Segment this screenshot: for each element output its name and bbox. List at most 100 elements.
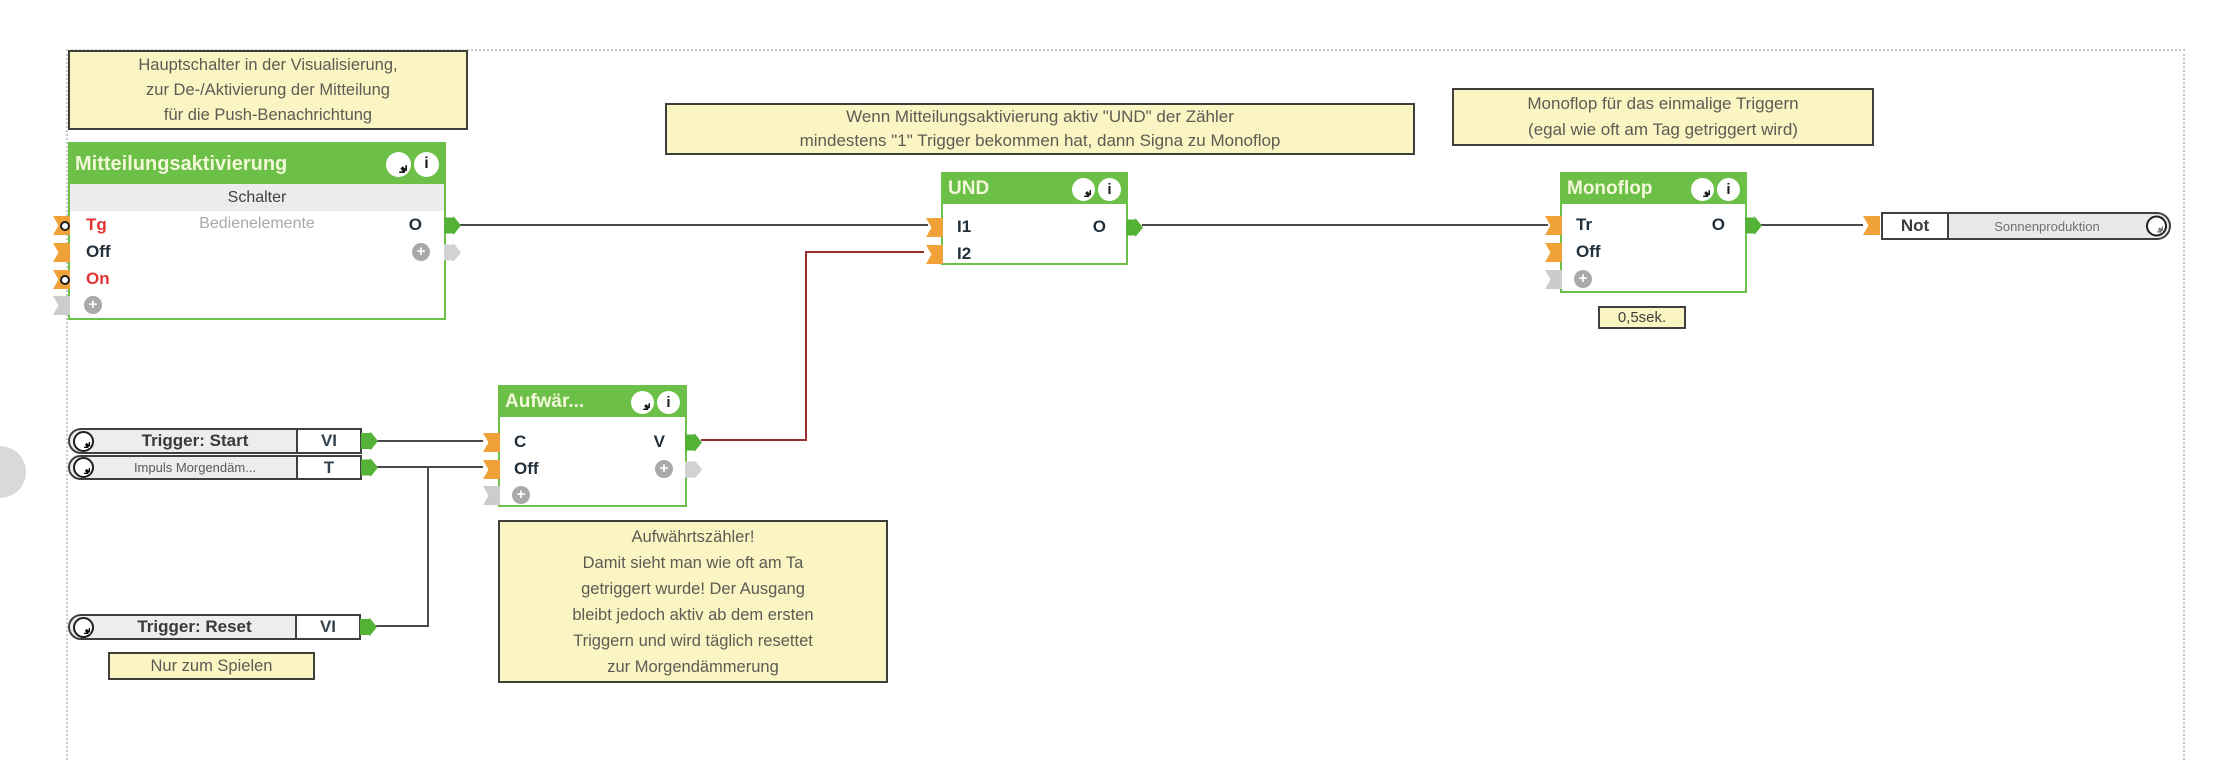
wire-counter-v-vert[interactable]	[805, 251, 807, 441]
source-label: Trigger: Start	[141, 431, 249, 450]
gear-icon[interactable]	[386, 151, 411, 177]
source-impuls-morgendaemmerung[interactable]: Impuls Morgendäm... T	[68, 455, 378, 480]
param-label-monoflop[interactable]: 0,5sek.	[1598, 306, 1686, 329]
add-input-pin[interactable]	[53, 296, 70, 315]
add-input-button[interactable]: +	[84, 296, 102, 314]
info-icon[interactable]: i	[1717, 177, 1740, 201]
source-port-type: T	[298, 455, 362, 480]
source-label: Trigger: Reset	[137, 617, 252, 636]
side-panel-knob	[0, 446, 26, 498]
input-pin-tg[interactable]	[53, 216, 70, 235]
note-counter[interactable]: Aufwährtszähler! Damit sieht man wie oft…	[498, 520, 888, 683]
page-boundary-left	[66, 49, 68, 760]
add-output-pin[interactable]	[685, 460, 702, 479]
block-header: UND i	[943, 174, 1126, 204]
input-label-off: Off	[514, 459, 539, 478]
input-label-i1: I1	[957, 217, 972, 236]
gear-icon[interactable]	[631, 390, 654, 414]
output-pin-o[interactable]	[1126, 218, 1143, 237]
function-block-und[interactable]: UND i I1 I2 O	[926, 172, 1143, 265]
block-title: UND	[948, 178, 990, 199]
gear-icon[interactable]	[73, 616, 94, 638]
block-type-label: Schalter	[70, 184, 444, 211]
output-label-o: O	[408, 215, 422, 234]
input-pin-i2[interactable]	[926, 245, 943, 264]
pin-connected-dot	[60, 274, 70, 285]
input-pin-off[interactable]	[53, 243, 70, 262]
input-label-c: C	[514, 432, 527, 451]
output-pin[interactable]	[361, 431, 378, 451]
wire-monoflop-to-not[interactable]	[1761, 224, 1863, 226]
block-header: Aufwär... i	[500, 387, 685, 417]
output-pin-o[interactable]	[1745, 216, 1762, 235]
block-category-label: Bedienelemente	[199, 215, 315, 232]
input-label-on: On	[86, 269, 110, 288]
add-input-button[interactable]: +	[512, 486, 530, 504]
wire-start-to-c[interactable]	[376, 440, 483, 442]
output-element-sonnenproduktion[interactable]: Not Sonnenproduktion	[1863, 212, 2171, 240]
block-title: Mitteilungsaktivierung	[75, 152, 288, 175]
wire-counter-v-h1[interactable]	[701, 439, 807, 441]
note-monoflop[interactable]: Monoflop für das einmalige Triggern (ega…	[1452, 88, 1874, 146]
input-pin-on[interactable]	[53, 270, 70, 289]
block-header: Monoflop i	[1562, 174, 1745, 204]
input-label-i2: I2	[957, 244, 972, 263]
block-title: Aufwär...	[505, 391, 585, 412]
source-port-type: VI	[297, 614, 361, 640]
note-main-switch[interactable]: Hauptschalter in der Visualisierung, zur…	[68, 50, 468, 130]
output-element-label: Sonnenproduktion	[1994, 218, 2100, 234]
output-pin[interactable]	[361, 458, 378, 477]
add-output-button[interactable]: +	[655, 460, 673, 478]
output-label-o: O	[1092, 217, 1106, 236]
output-pin-o[interactable]	[444, 216, 461, 235]
input-label-tg: Tg	[86, 215, 107, 234]
input-pin-off[interactable]	[483, 460, 500, 479]
wire-reset-h[interactable]	[375, 625, 429, 627]
wire-counter-v-h2[interactable]	[805, 251, 924, 253]
info-icon[interactable]: i	[657, 390, 680, 414]
wire-und-to-monoflop[interactable]	[1142, 224, 1548, 226]
page-boundary-top	[66, 49, 2185, 51]
add-input-button[interactable]: +	[1574, 270, 1592, 288]
source-trigger-start[interactable]: Trigger: Start VI	[68, 428, 378, 454]
source-port-type: VI	[298, 428, 362, 454]
not-modifier[interactable]: Not	[1881, 212, 1949, 240]
input-pin-off[interactable]	[1545, 243, 1562, 262]
wire-reset-vert[interactable]	[427, 466, 429, 627]
add-input-pin[interactable]	[483, 486, 500, 505]
source-label: Impuls Morgendäm...	[133, 460, 257, 475]
function-block-counter[interactable]: Aufwär... i C Off V + +	[483, 385, 702, 507]
wire-ma-to-und[interactable]	[460, 224, 928, 226]
add-input-pin[interactable]	[1545, 270, 1562, 289]
input-label-tr: Tr	[1576, 215, 1593, 234]
block-title: Monoflop	[1567, 178, 1653, 199]
pin-connected-dot	[60, 220, 70, 231]
note-reset[interactable]: Nur zum Spielen	[108, 652, 315, 680]
function-block-monoflop[interactable]: Monoflop i Tr Off O +	[1545, 172, 1762, 293]
gear-icon[interactable]	[1072, 177, 1095, 201]
info-icon[interactable]: i	[414, 151, 439, 177]
gear-icon[interactable]	[2146, 215, 2167, 237]
input-label-off: Off	[86, 242, 111, 261]
output-pin-v[interactable]	[685, 433, 702, 452]
note-und[interactable]: Wenn Mitteilungsaktivierung aktiv "UND" …	[665, 103, 1415, 155]
input-pin-i1[interactable]	[926, 218, 943, 237]
input-pin-tr[interactable]	[1545, 216, 1562, 235]
output-pin[interactable]	[360, 617, 377, 637]
function-block-mitteilungsaktivierung[interactable]: Mitteilungsaktivierung i Schalter Bedien…	[53, 142, 461, 320]
info-icon[interactable]: i	[1098, 177, 1121, 201]
output-label-v: V	[653, 432, 665, 451]
block-header: Mitteilungsaktivierung i	[70, 144, 444, 184]
gear-icon[interactable]	[1691, 177, 1714, 201]
wire-impuls-to-off[interactable]	[376, 466, 483, 468]
input-pin[interactable]	[1863, 216, 1880, 235]
page-boundary-right	[2183, 49, 2185, 760]
gear-icon[interactable]	[73, 457, 94, 478]
input-label-off: Off	[1576, 242, 1601, 261]
add-output-pin[interactable]	[444, 243, 461, 262]
source-trigger-reset[interactable]: Trigger: Reset VI	[68, 614, 377, 640]
input-pin-c[interactable]	[483, 433, 500, 452]
add-output-button[interactable]: +	[412, 243, 430, 261]
gear-icon[interactable]	[73, 430, 94, 452]
